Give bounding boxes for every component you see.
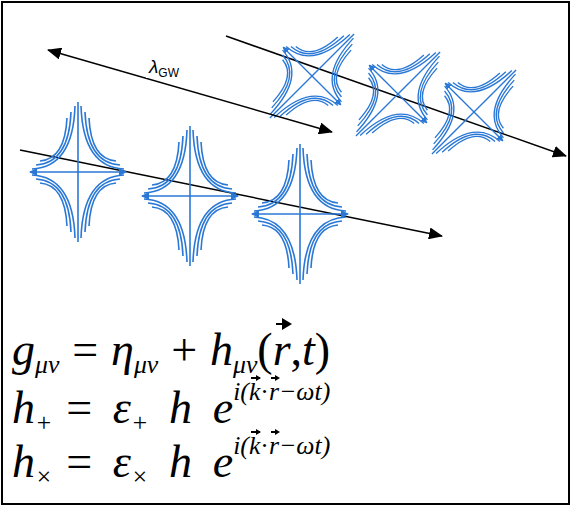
equation-term: = (66, 380, 92, 435)
equation-term: r (269, 377, 279, 408)
cross-polarization (403, 41, 545, 183)
equation-term: η (111, 322, 134, 377)
equation-term: ε (113, 380, 131, 435)
wavelength-arrow (48, 50, 332, 132)
equation-term: g (12, 322, 35, 377)
equation-term: μν (35, 350, 59, 381)
equation: gμν=ημν+hμν(r,t) (12, 322, 330, 377)
equation-term: i( (233, 431, 249, 462)
equation-term: r (273, 322, 291, 377)
equation-term: −ωt) (279, 431, 330, 462)
equation-term: h (210, 322, 233, 377)
equation-term: · (260, 377, 269, 408)
equation-term: μν (233, 350, 257, 381)
equation-term: h (169, 380, 192, 435)
equation-term: + (35, 408, 52, 439)
equation-term: h (12, 380, 35, 435)
plus-polarization (142, 126, 238, 266)
equation: h+=ε+hei(k·r−ωt) (12, 380, 330, 435)
equation-term: + (171, 322, 197, 377)
equation-term: ( (257, 322, 272, 377)
equation-term: i( (233, 377, 249, 408)
equation-term: μν (134, 350, 158, 381)
equation-term: = (66, 434, 92, 489)
equation-term: + (131, 408, 148, 439)
equation-term: ε (113, 434, 131, 489)
wavelength-subscript: GW (158, 66, 179, 80)
equation-term: e (213, 434, 233, 489)
equation-term: t (302, 322, 315, 377)
equation-term: r (269, 431, 279, 462)
plus-polarization (30, 102, 126, 242)
equation-term: , (291, 322, 303, 377)
wavelength-symbol: λ (149, 56, 158, 78)
equation-term: −ωt) (279, 377, 330, 408)
equation-term: = (72, 322, 98, 377)
equation-term: ) (315, 322, 330, 377)
equation: h×=ε×hei(k·r−ωt) (12, 434, 330, 489)
equation-term: × (35, 462, 52, 493)
equation-term: × (131, 462, 148, 493)
equation-term: h (12, 434, 35, 489)
equation-term: k (249, 377, 260, 408)
equation-term: · (260, 431, 269, 462)
plus-polarization (252, 144, 348, 284)
equation-term: k (249, 431, 260, 462)
equation-term: e (213, 380, 233, 435)
wavelength-label: λGW (146, 56, 182, 78)
equation-term: h (169, 434, 192, 489)
